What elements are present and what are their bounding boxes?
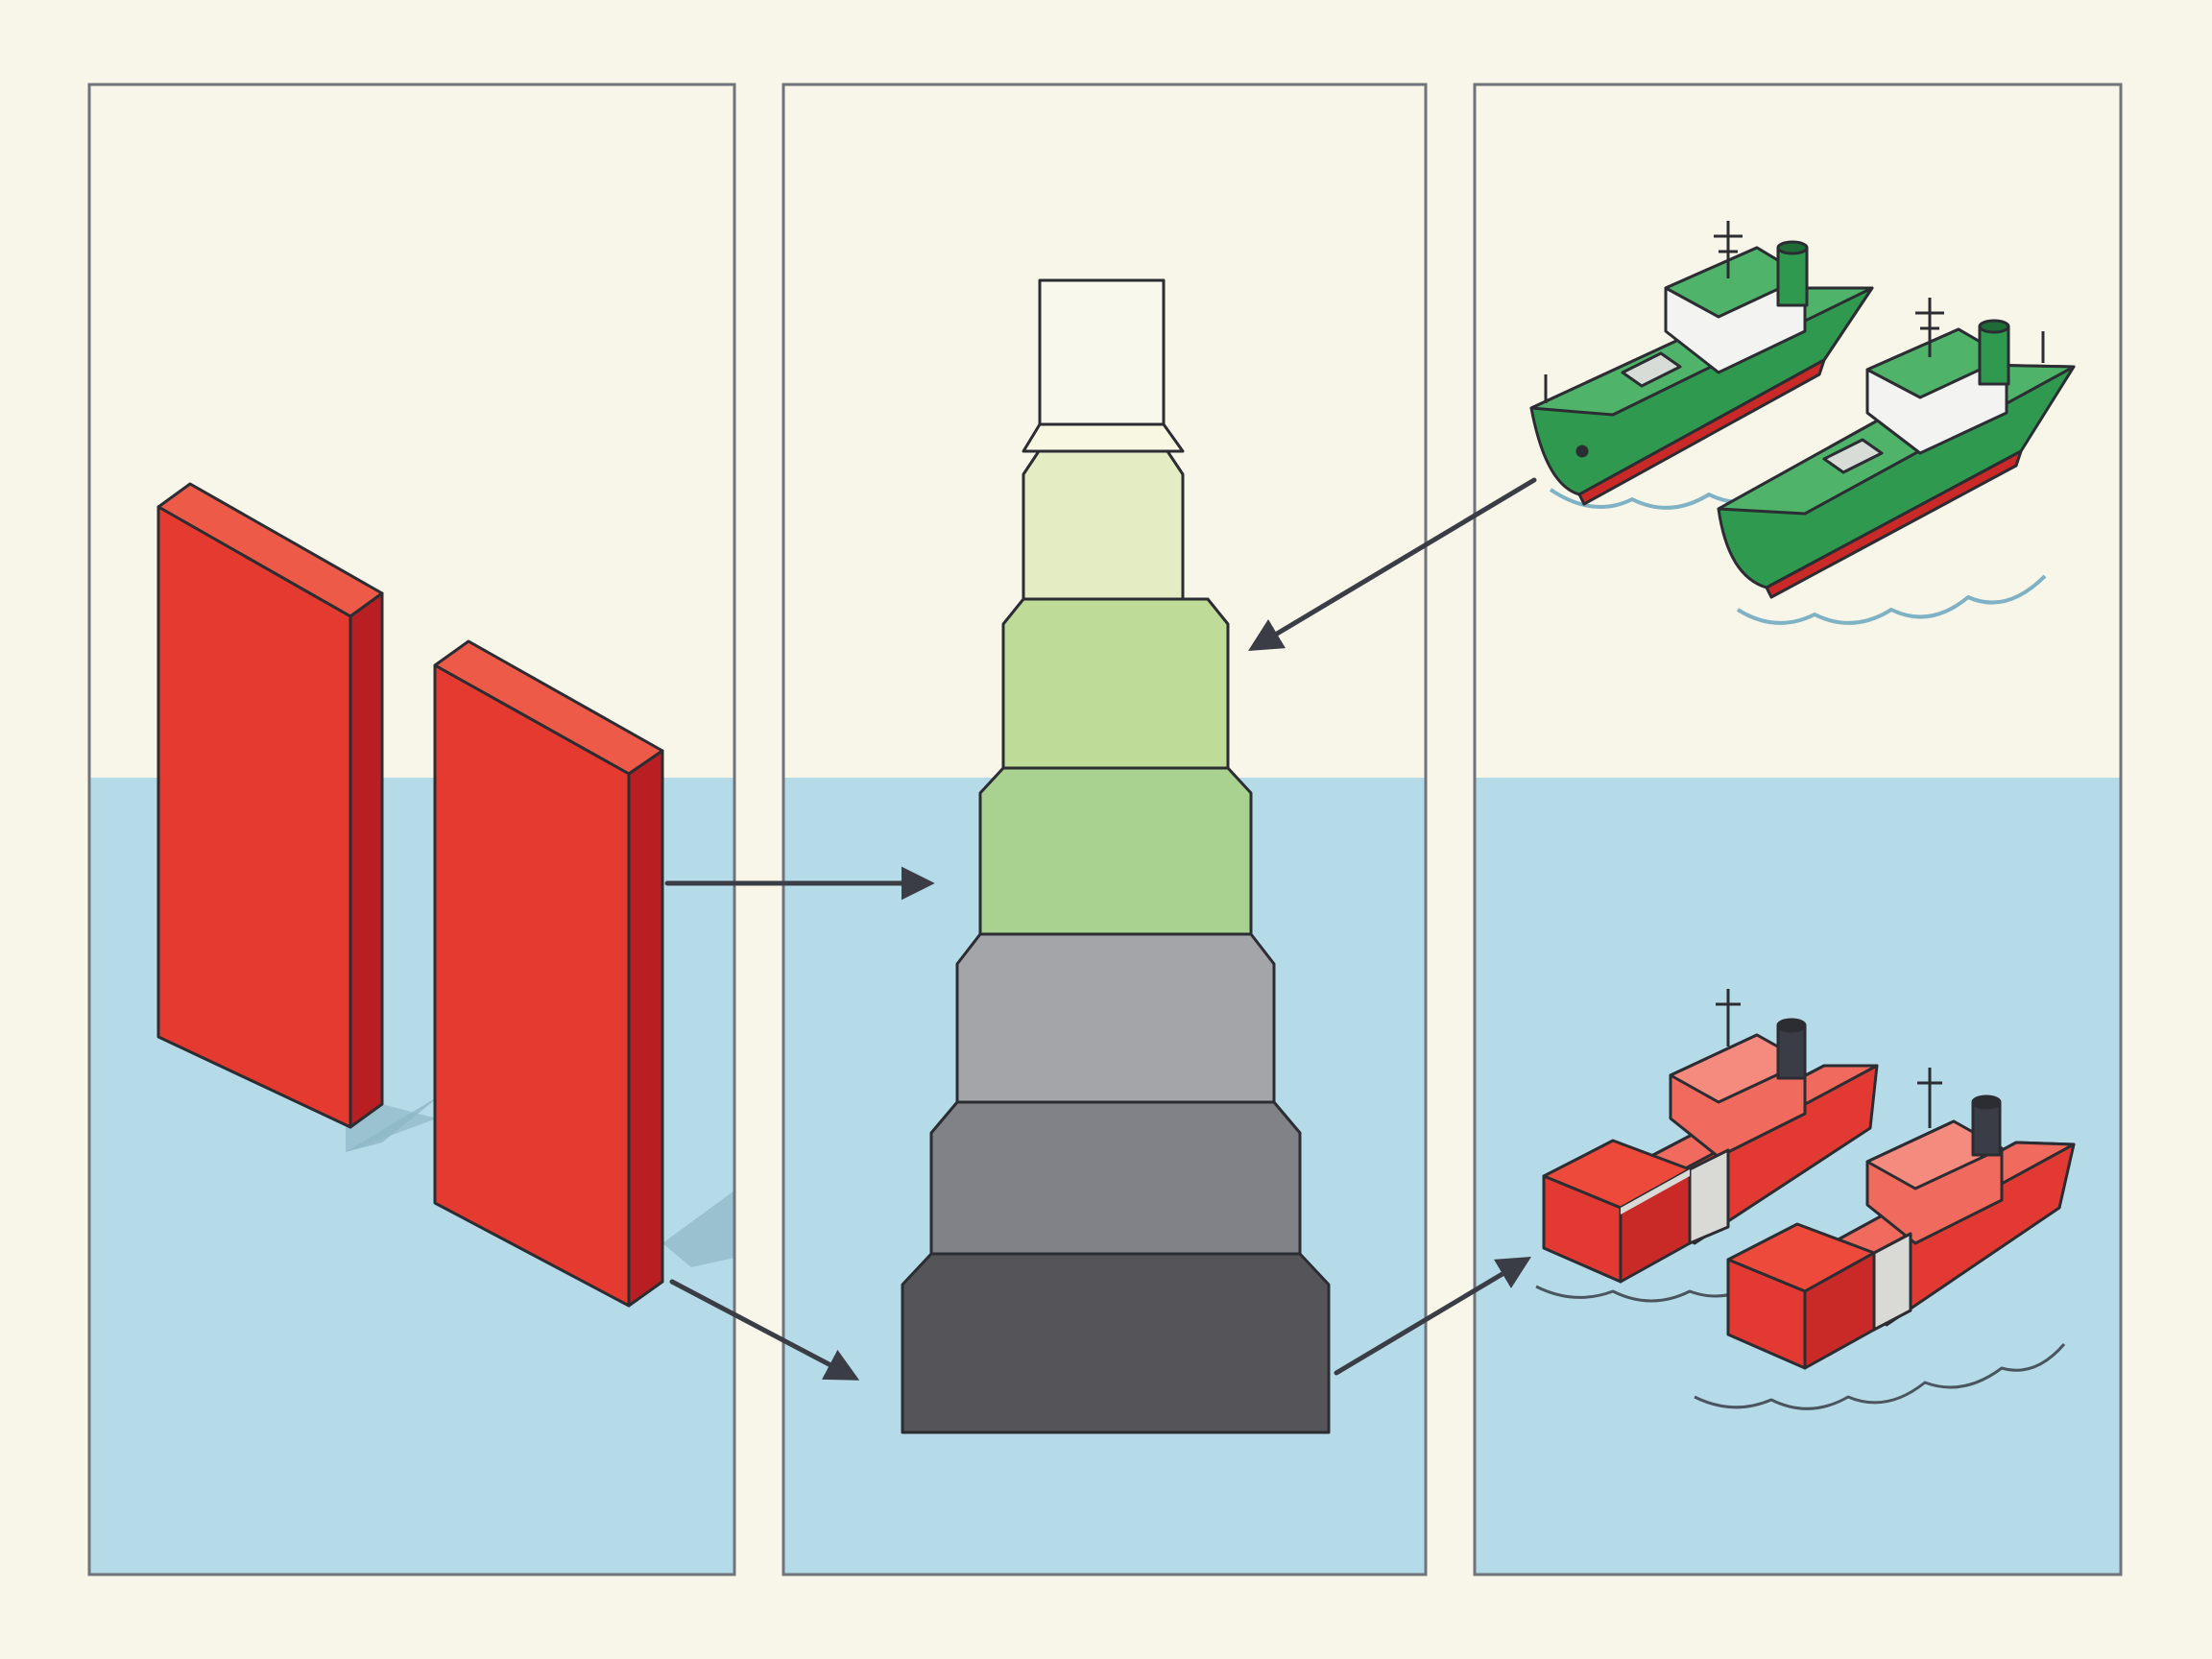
tower-level-5 — [1001, 597, 1230, 770]
panel-right-border — [1473, 83, 2123, 1576]
tower-level-4 — [978, 766, 1253, 936]
panel-middle-border — [781, 83, 1428, 1576]
panel-right — [1473, 83, 2123, 1576]
red-cargo-ship-icon — [1535, 989, 1912, 1303]
panel-middle — [781, 83, 1428, 1576]
red-panel-block-icon — [433, 639, 734, 1308]
tower-level-6 — [1022, 449, 1210, 601]
green-ship-icon — [1717, 298, 2076, 625]
tower-level-7 — [1038, 278, 1166, 426]
red-cargo-ship-icon — [1694, 1068, 2076, 1410]
green-ship-icon — [1529, 221, 1874, 510]
panel-left-border — [87, 83, 736, 1576]
arrow-block-to-tower-base — [669, 1279, 860, 1381]
tower-level-3 — [955, 932, 1276, 1104]
arrow-tower-to-red-ships — [1334, 1257, 1532, 1376]
tower-level-2 — [929, 1100, 1302, 1256]
red-panel-block-icon — [156, 482, 442, 1152]
tower-level-1 — [901, 1252, 1331, 1434]
flow-arrows — [664, 477, 1537, 1381]
arrow-green-ships-to-tower — [1247, 477, 1537, 651]
panel-left — [87, 83, 736, 1576]
tower-level-8 — [1022, 422, 1185, 453]
stepped-tower-icon — [901, 278, 1331, 1434]
